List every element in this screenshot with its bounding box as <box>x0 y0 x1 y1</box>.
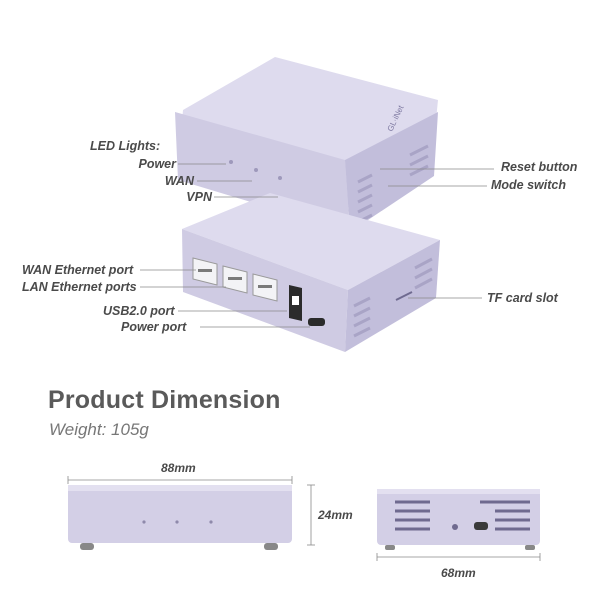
weight-label: Weight: 105g <box>49 420 149 439</box>
router-top-view: GL·iNet <box>175 57 438 232</box>
power-led-icon <box>229 160 233 164</box>
width-dimension-line <box>67 476 293 484</box>
section-title: Product Dimension <box>48 386 281 414</box>
router-port-view <box>182 193 440 352</box>
tf-card-slot-label: TF card slot <box>487 291 558 305</box>
height-dimension-label: 24mm <box>318 508 353 522</box>
mode-switch-label: Mode switch <box>491 178 567 192</box>
router-side-view <box>377 489 540 550</box>
power-port-icon <box>308 318 325 326</box>
width-dimension-label: 88mm <box>161 461 196 475</box>
vpn-led-label: VPN <box>186 190 212 204</box>
tf-card-slot-icon <box>395 291 413 301</box>
depth-dimension-label: 68mm <box>441 566 476 580</box>
lan-ethernet-ports-label: LAN Ethernet ports <box>22 280 137 294</box>
depth-dimension-line <box>376 553 541 561</box>
wan-led-icon <box>254 168 258 172</box>
power-port-label: Power port <box>121 320 187 334</box>
height-dimension-line <box>307 484 315 546</box>
led-lights-label: LED Lights: <box>90 139 161 153</box>
router-front-view <box>68 485 292 550</box>
power-led-label: Power <box>138 157 176 171</box>
reset-button-label: Reset button <box>501 160 578 174</box>
wan-led-label: WAN <box>164 174 194 188</box>
usb-port-label: USB2.0 port <box>103 304 175 318</box>
callout-lines <box>140 163 494 328</box>
vpn-led-icon <box>278 176 282 180</box>
wan-ethernet-port-label: WAN Ethernet port <box>22 263 134 277</box>
